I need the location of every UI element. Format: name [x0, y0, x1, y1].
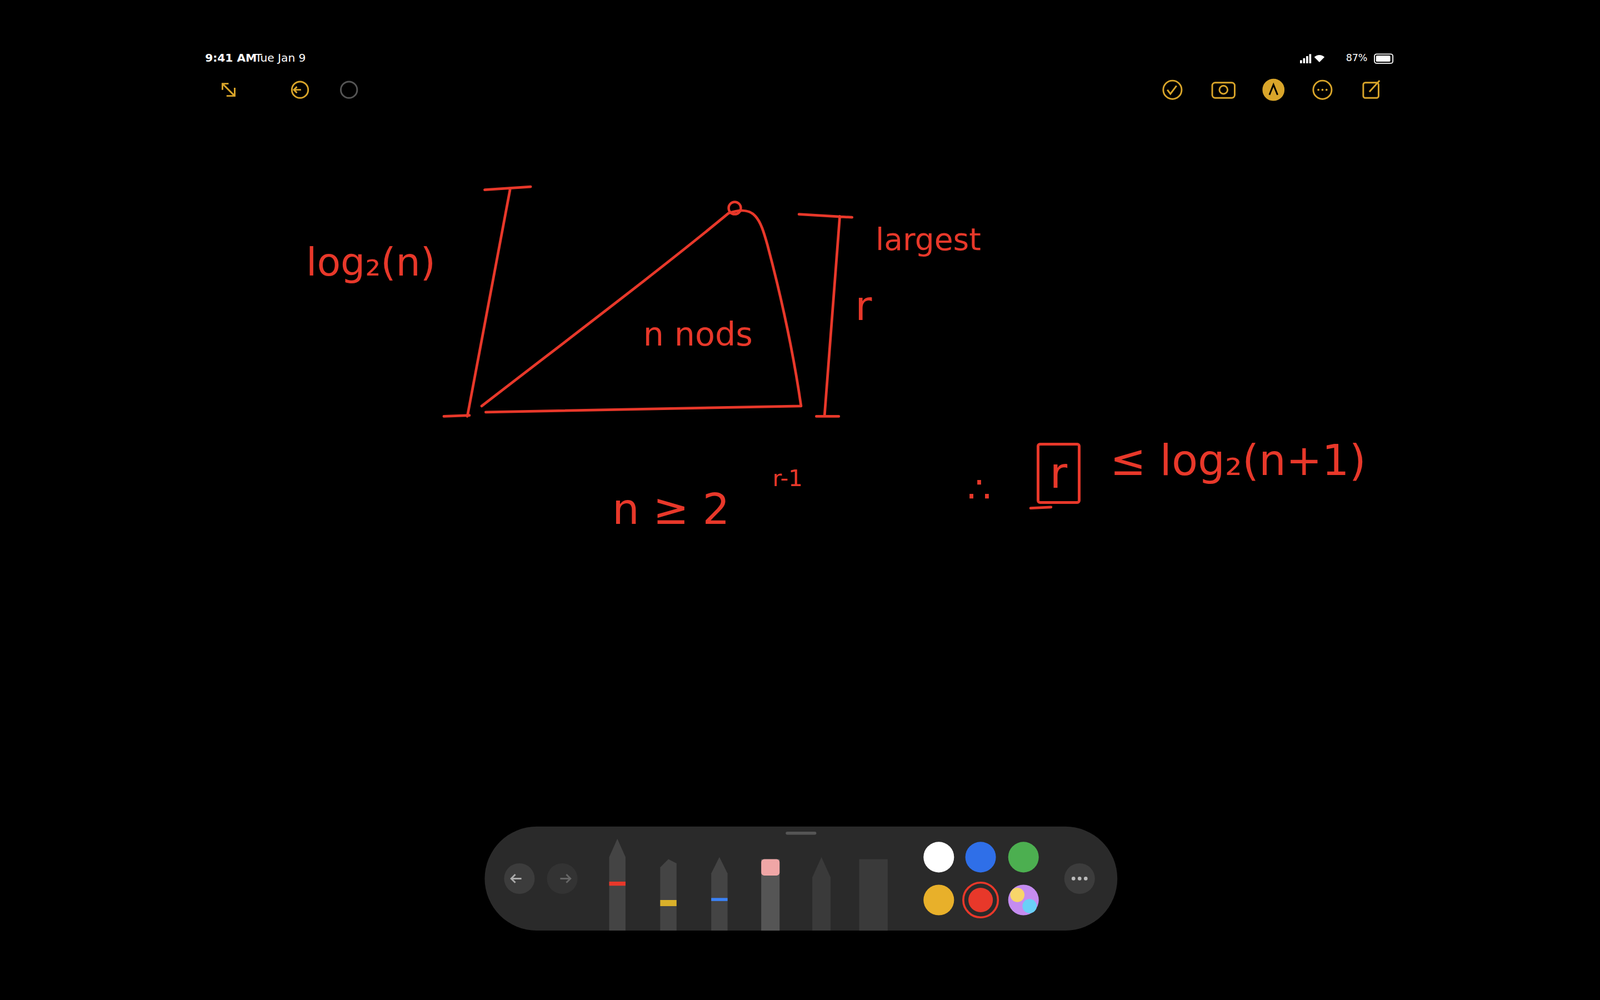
status-date: Tue Jan 9 [255, 52, 306, 64]
inequality-right: ≤ log₂(n+1) [1110, 438, 1366, 482]
exponent: r-1 [772, 467, 803, 490]
tree-triangle: n nods [469, 198, 812, 419]
tree-sketch [443, 186, 1052, 509]
bottom-tool-palette [484, 826, 1118, 931]
status-time: 9:41 AM [205, 52, 257, 64]
inequality-left: n ≥ 2 [612, 487, 730, 531]
height-bracket-right [798, 214, 853, 417]
root-node-dot [728, 202, 741, 215]
height-bracket-left [443, 186, 531, 417]
height-variable: r [855, 285, 872, 327]
tree-outline [469, 198, 812, 419]
top-toolbar-icons [222, 79, 1380, 100]
annotation-note: largest [875, 224, 982, 255]
height-label: log₂(n) [306, 242, 436, 282]
battery-percent: 87% [1346, 53, 1368, 63]
node-count-label: n nods [643, 318, 753, 352]
therefore-stroke [1030, 507, 1052, 509]
boxed-variable: r [1036, 442, 1081, 504]
boxed-variable-text: r [1049, 451, 1068, 495]
therefore-symbol: ∴ [967, 471, 991, 509]
tree-shape [481, 210, 802, 413]
